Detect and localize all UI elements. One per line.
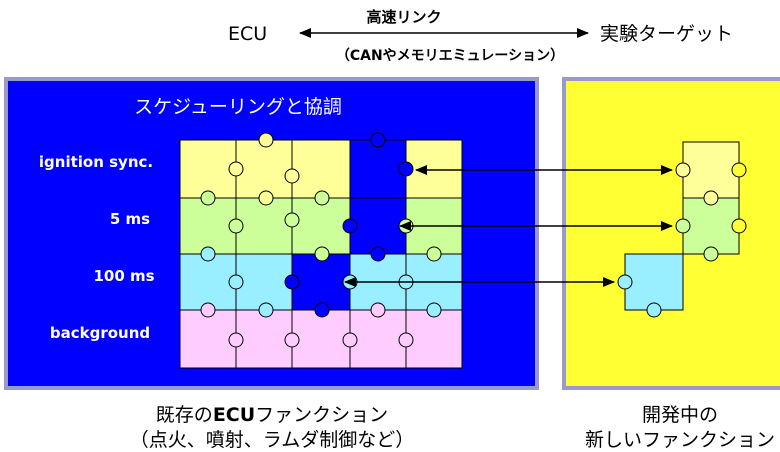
target-panel bbox=[562, 77, 780, 390]
caption-left-line2: （点火、噴射、ラムダ制御など） bbox=[130, 429, 414, 451]
link-sublabel: （CANやメモリエミュレーション） bbox=[336, 48, 564, 64]
target-label: 実験ターゲット bbox=[600, 23, 733, 45]
ecu-label: ECU bbox=[228, 23, 267, 45]
missing-piece-ignition bbox=[350, 140, 406, 198]
row-label-ignition: ignition sync. bbox=[39, 153, 153, 171]
missing-piece-100ms bbox=[292, 254, 350, 310]
puzzle-row-background bbox=[180, 310, 462, 368]
row-label-100ms: 100 ms bbox=[93, 267, 154, 285]
new-piece-5ms bbox=[682, 197, 740, 255]
new-piece-ignition bbox=[682, 141, 740, 199]
new-piece-100ms bbox=[624, 253, 684, 311]
missing-piece-5ms bbox=[350, 198, 406, 254]
row-label-5ms: 5 ms bbox=[110, 210, 150, 228]
caption-left-line1: 既存のECUファンクション bbox=[156, 404, 388, 426]
ecu-panel-title: スケジューリングと協調 bbox=[134, 96, 342, 118]
caption-right-line1: 開発中の bbox=[642, 404, 718, 426]
caption-left-post: ファンクション bbox=[255, 404, 388, 426]
row-label-background: background bbox=[50, 324, 150, 342]
puzzle-row-ignition bbox=[180, 140, 462, 198]
caption-left-pre: 既存の bbox=[156, 404, 213, 426]
caption-right-line2: 新しいファンクション bbox=[585, 429, 775, 451]
link-label: 高速リンク bbox=[366, 8, 441, 26]
new-function-pieces bbox=[617, 141, 747, 318]
caption-left-bold: ECU bbox=[213, 404, 255, 426]
puzzle-grid bbox=[179, 132, 463, 369]
